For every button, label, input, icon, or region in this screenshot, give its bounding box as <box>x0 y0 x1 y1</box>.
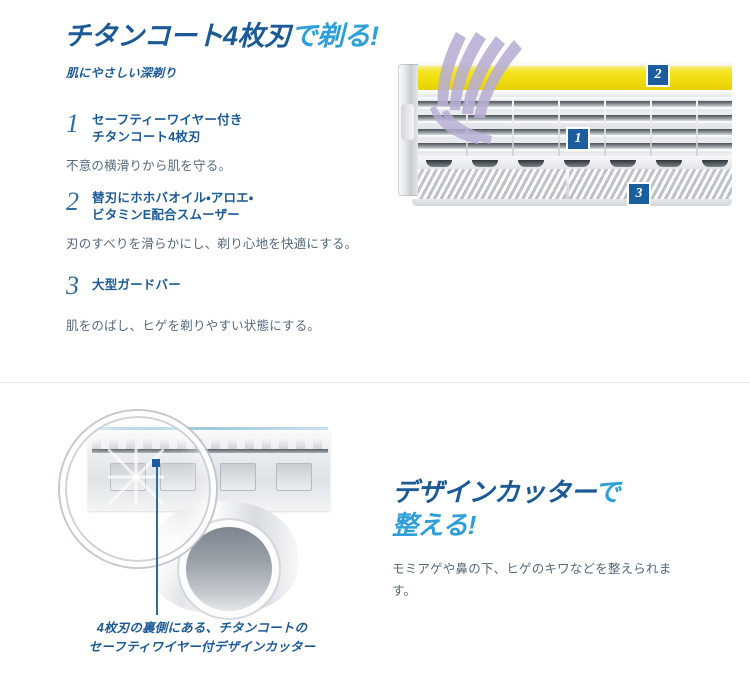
callout-leader-dot <box>152 459 160 467</box>
feature-item-2: 2 替刃にホホバオイル・アロエ・ ビタミンE配合スムーザー 刃のすべりを滑らかに… <box>66 188 406 254</box>
feature-1-title-line2: チタンコート4枚刃 <box>92 129 201 144</box>
blade-gap <box>418 107 732 111</box>
sparkle-icon <box>108 449 164 505</box>
cartridge-slot <box>220 463 256 491</box>
comb-tooth <box>228 437 237 450</box>
section2-headline-dark: デザインカッター <box>392 477 595 507</box>
safety-wire-line <box>90 427 328 430</box>
feature-1-description: 不意の横滑りから肌を守る。 <box>66 158 232 173</box>
lubricating-strip <box>418 66 732 90</box>
blade-tooth <box>472 160 498 167</box>
feature-3-description: 肌をのばし、ヒゲを剃りやすい状態にする。 <box>66 319 321 333</box>
section2-headline-light-line2: 整える! <box>392 509 476 540</box>
blade-divider <box>466 97 468 162</box>
razor-cartridge-image <box>398 56 732 208</box>
comb-tooth <box>245 437 254 450</box>
comb-tooth <box>262 437 271 450</box>
blade-tooth <box>426 160 452 167</box>
section1-headline-light: で剃る! <box>290 21 380 51</box>
blade-tooth <box>610 160 636 167</box>
cartridge-slot <box>276 463 312 491</box>
blade-divider <box>650 97 652 162</box>
blade-divider <box>604 97 606 162</box>
section1-text-block: チタンコート4枚刃で剃る! 肌にやさしい深剃り <box>64 21 414 81</box>
section2-text-block: デザインカッターで整える! モミアゲや鼻の下、ヒゲのキワなどを整えられます。 <box>392 476 722 602</box>
caption-line-2: セーフティワイヤー付デザインカッター <box>88 639 316 654</box>
blade-gap <box>418 149 732 153</box>
cartridge-base <box>412 199 732 206</box>
blade-divider <box>696 97 698 162</box>
cartridge-end-cap <box>398 64 420 196</box>
feature-1-title-line1: セーフティーワイヤー付き <box>92 113 243 127</box>
section2-headline-light-inline: で <box>594 477 620 507</box>
feature-3-header: 3 大型ガードバー <box>66 272 406 299</box>
callout-badge-1: 1 <box>566 127 590 151</box>
caption-line-1: 4枚刃の裏側にある、チタンコートの <box>96 621 308 635</box>
feature-3-title-line1: 大型ガードバー <box>92 278 181 292</box>
feature-2-description: 刃のすべりを滑らかにし、剃り心地を快適にする。 <box>66 236 358 251</box>
handle-ring-hole <box>186 527 272 611</box>
feature-1-header: 1 セーフティーワイヤー付き チタンコート4枚刃 <box>66 110 406 146</box>
section2-description: モミアゲや鼻の下、ヒゲのキワなどを整えられます。 <box>392 562 672 598</box>
guard-bar <box>418 169 732 202</box>
blade-tooth <box>564 160 590 167</box>
blade-divider <box>512 97 514 162</box>
comb-tooth <box>211 437 220 450</box>
section2-headline: デザインカッターで整える! <box>392 476 722 541</box>
feature-3-title: 大型ガードバー <box>92 272 181 294</box>
feature-1-title: セーフティーワイヤー付き チタンコート4枚刃 <box>92 110 243 146</box>
section1-headline-dark: チタンコート4枚刃 <box>64 21 291 51</box>
blade-tooth <box>518 160 544 167</box>
blade-gap <box>418 121 732 125</box>
callout-leader-line <box>156 463 158 615</box>
cutter-blade-line <box>92 449 328 453</box>
feature-3-number: 3 <box>66 271 79 300</box>
callout-badge-3: 3 <box>627 182 651 206</box>
feature-2-header: 2 替刃にホホバオイル・アロエ・ ビタミンE配合スムーザー <box>66 188 406 224</box>
feature-1-number: 1 <box>66 109 79 138</box>
design-cutter-image <box>52 405 372 620</box>
section1-headline: チタンコート4枚刃で剃る! <box>64 21 414 52</box>
feature-2-title-line1: 替刃にホホバオイル・アロエ・ <box>92 191 254 205</box>
feature-item-3: 3 大型ガードバー 肌をのばし、ヒゲを剃りやすい状態にする。 <box>66 272 406 336</box>
blade-edge-1 <box>418 101 732 107</box>
feature-item-1: 1 セーフティーワイヤー付き チタンコート4枚刃 不意の横滑りから肌を守る。 <box>66 110 406 176</box>
guard-bar-notch <box>566 169 569 202</box>
cartridge-highlight-line <box>418 90 732 97</box>
blade-gap <box>418 97 732 101</box>
blade-divider <box>558 97 560 162</box>
comb-tooth <box>296 437 305 450</box>
section-titanium-blade: チタンコート4枚刃で剃る! 肌にやさしい深剃り 1 セーフティーワイヤー付き チ… <box>64 21 732 336</box>
comb-tooth <box>279 437 288 450</box>
feature-2-title-line2: ビタミンE配合スムーザー <box>92 207 240 222</box>
cartridge-top-edge <box>418 62 732 67</box>
comb-tooth <box>313 437 322 450</box>
blade-edge-2 <box>418 115 732 121</box>
section1-subtitle: 肌にやさしい深剃り <box>66 65 177 80</box>
blade-teeth-row <box>418 156 732 169</box>
blade-tooth <box>656 160 682 167</box>
section-design-cutter: デザインカッターで整える! モミアゲや鼻の下、ヒゲのキワなどを整えられます。 <box>0 383 750 686</box>
blade-tooth <box>702 160 728 167</box>
section-divider <box>0 382 750 383</box>
feature-2-title: 替刃にホホバオイル・アロエ・ ビタミンE配合スムーザー <box>92 188 253 224</box>
callout-badge-2: 2 <box>646 63 670 87</box>
design-cutter-caption: 4枚刃の裏側にある、チタンコートの セーフティワイヤー付デザインカッター <box>52 619 352 657</box>
feature-2-number: 2 <box>66 187 79 216</box>
